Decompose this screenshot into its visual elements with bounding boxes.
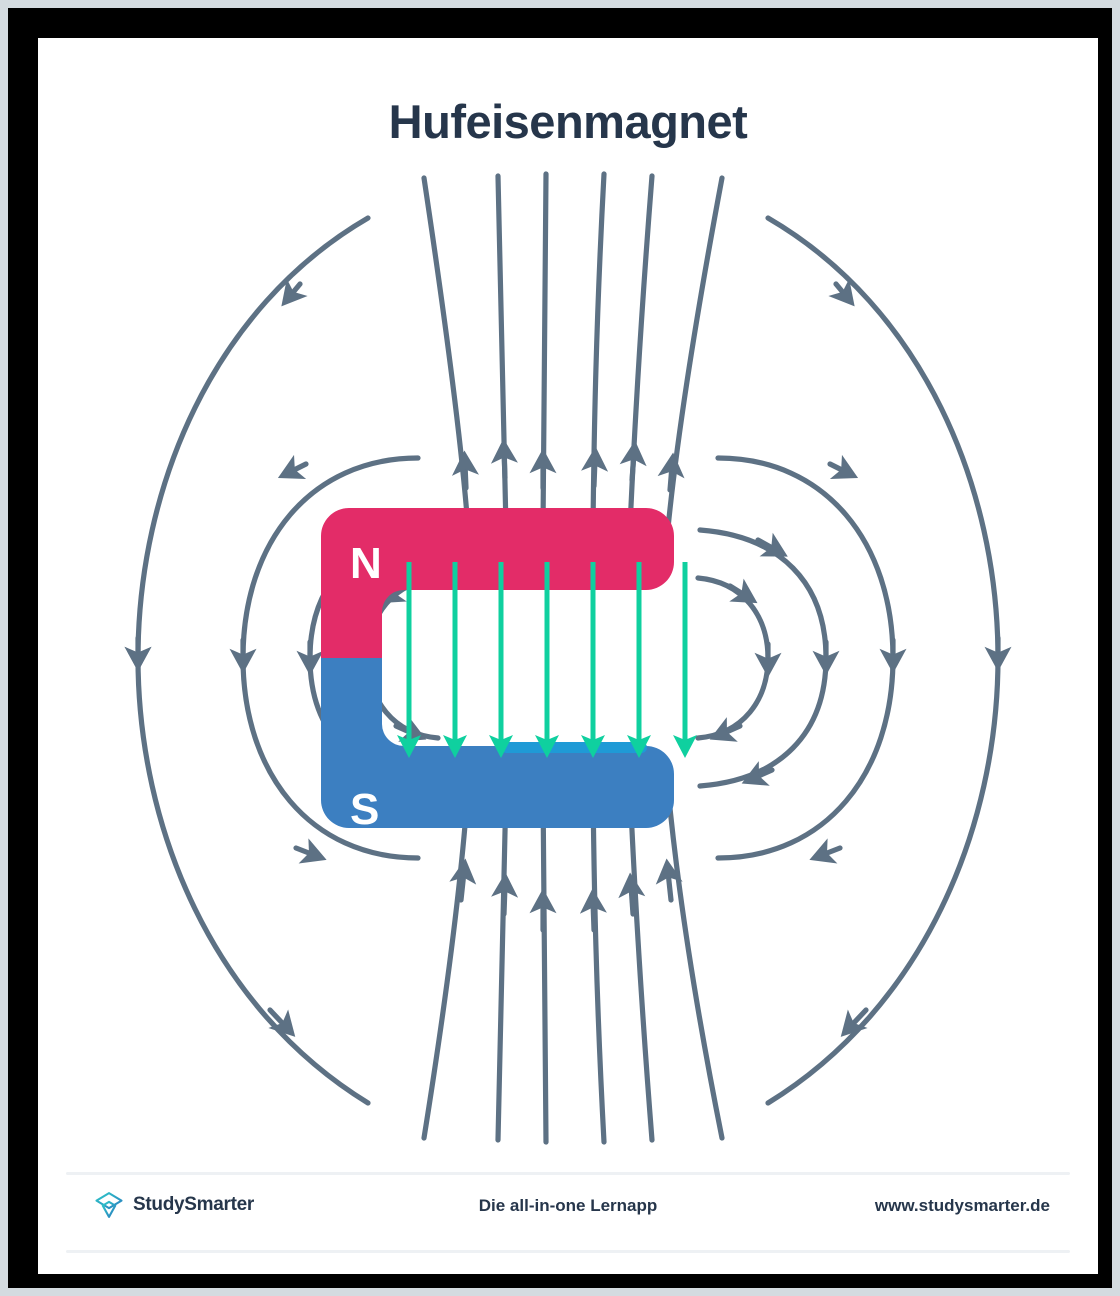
field-line-outer-right-a3 [840,1007,869,1037]
field-line-outer-left-a1 [281,278,308,307]
field-line-mid-left-a3 [293,838,327,864]
brand-name: StudySmarter [133,1194,254,1215]
magnet-south-label: S [350,785,379,834]
field-line-down-2-arrow [491,872,519,917]
field-line-tight-right [695,575,771,741]
field-line-inner-right-a3 [741,761,775,786]
field-line-mid-left-a1 [277,454,309,480]
brand-logo-group[interactable]: StudySmarter [94,1190,254,1220]
field-line-down-5 [627,785,655,1143]
horseshoe-magnet: N S [321,508,674,834]
content-card: Hufeisenmagnet [38,38,1098,1274]
footer-tagline: Die all-in-one Lernapp [478,1196,658,1215]
field-line-up-6-arrow [657,452,685,493]
field-line-tight-right-a3 [709,717,743,742]
field-line-down-1-arrow [449,858,477,903]
field-line-up-1-arrow [451,450,479,491]
field-line-outer-right-a1 [828,278,855,307]
field-line-down-4-arrow [579,888,607,933]
footer: StudySmarter Die all-in-one Lernapp www.… [38,1164,1098,1274]
field-line-up-5-arrow [619,440,647,483]
magnet-south-pole [321,658,674,828]
studysmarter-cube-icon [95,1192,123,1218]
footer-divider-bottom [66,1250,1070,1253]
field-line-mid-right-a1 [827,454,859,480]
field-line-up-1 [421,175,471,531]
field-line-up-5 [627,173,655,531]
magnet-south-highlight [501,742,647,753]
field-line-inner-right [697,527,829,789]
field-line-down-4 [590,785,607,1145]
field-line-mid-right-a3 [809,838,843,864]
magnet-field-figure: N S [38,158,1098,1158]
magnet-north-pole [321,508,674,678]
field-line-up-2 [495,173,509,531]
field-line-down-3 [540,785,549,1145]
field-line-down-6-arrow [655,858,683,903]
field-line-down-5-arrow [618,872,646,917]
field-line-up-2-arrow [490,438,518,481]
field-line-down-1 [421,785,471,1141]
field-line-inner-right-a1 [755,532,788,557]
field-lines-external [124,171,1012,1145]
field-line-mid-right [715,455,896,861]
field-line-up-4-arrow [581,446,609,489]
field-arrows-internal [396,562,698,759]
magnet-north-label: N [350,539,382,588]
field-line-down-2 [495,785,509,1143]
field-line-outer-right [765,215,1001,1106]
field-line-up-4 [590,171,607,531]
footer-divider-top [66,1172,1070,1175]
field-line-tight-right-a1 [727,578,758,604]
field-line-down-6 [665,785,725,1141]
image-frame: Hufeisenmagnet [8,8,1112,1288]
footer-url[interactable]: www.studysmarter.de [874,1196,1050,1215]
field-line-outer-left-a3 [267,1007,296,1037]
page-title: Hufeisenmagnet [388,95,748,148]
field-line-up-6 [665,175,725,531]
